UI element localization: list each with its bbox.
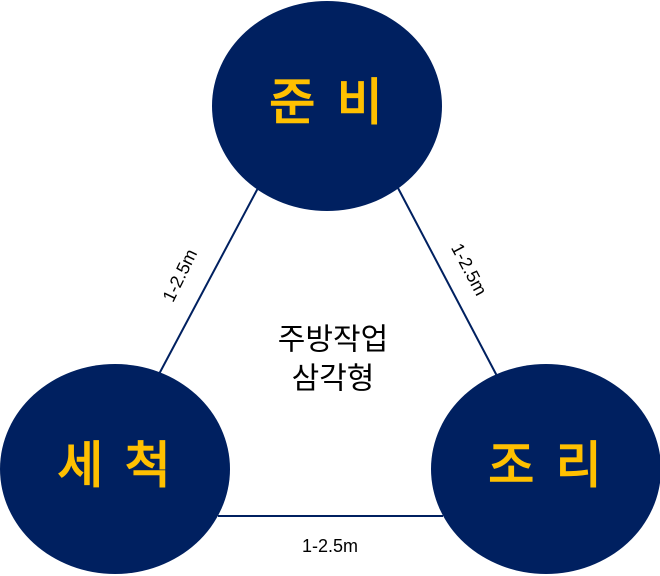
node-cook-label: 조 리 <box>488 437 603 495</box>
node-wash: 세 척 <box>0 364 230 574</box>
node-prep-circle <box>212 1 442 211</box>
edge-label-prep-cook: 1-2.5m <box>447 240 491 299</box>
edge-label-wash-cook: 1-2.5m <box>302 536 358 556</box>
center-label-line2: 삼각형 <box>292 362 375 397</box>
node-prep: 준 비 <box>212 1 442 211</box>
node-cook-circle <box>431 364 660 574</box>
node-prep-label: 준 비 <box>269 74 384 132</box>
node-cook: 조 리 <box>431 364 660 574</box>
edge-label-prep-wash: 1-2.5m <box>159 246 202 305</box>
edge-prep-cook <box>397 187 498 377</box>
node-wash-label: 세 척 <box>57 437 172 495</box>
edge-prep-wash <box>157 187 259 377</box>
node-wash-circle <box>0 364 230 574</box>
center-label-line1: 주방작업 <box>278 323 388 358</box>
